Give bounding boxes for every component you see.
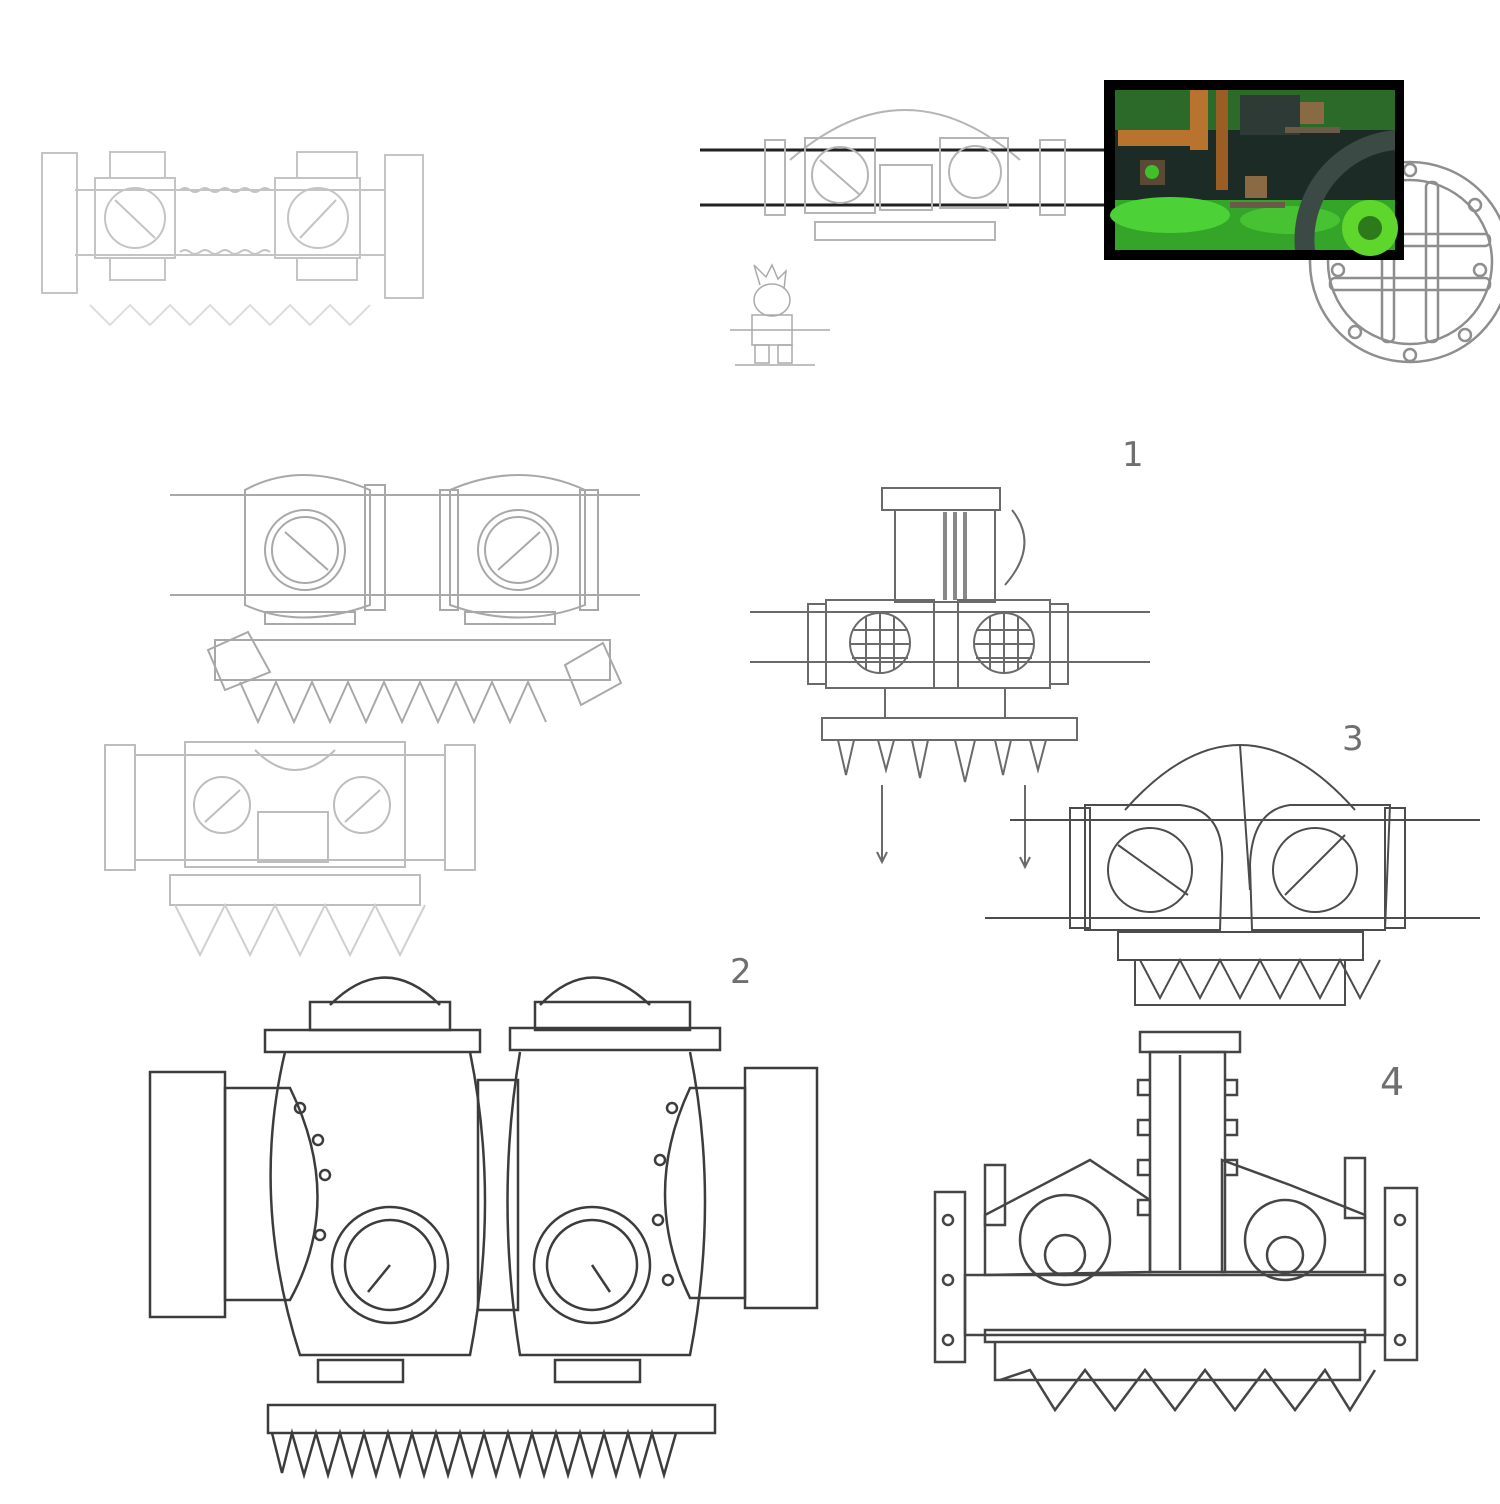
game-screenshot-thumbnail bbox=[1104, 80, 1404, 260]
sketch-top-left bbox=[41, 151, 424, 327]
sketch-2 bbox=[148, 976, 819, 1480]
sketch-4 bbox=[933, 1030, 1419, 1413]
label-sketch-3: 3 bbox=[1342, 719, 1364, 759]
label-sketch-1: 1 bbox=[1122, 435, 1144, 475]
label-sketch-2: 2 bbox=[730, 952, 752, 992]
sketch-1 bbox=[750, 487, 1150, 870]
sketch-3 bbox=[985, 744, 1480, 1006]
sketch-top-center bbox=[700, 109, 1110, 241]
character-figure bbox=[730, 263, 830, 366]
label-sketch-4: 4 bbox=[1380, 1060, 1404, 1104]
sketch-lower-left bbox=[104, 741, 476, 958]
sketch-middle-left bbox=[170, 474, 640, 725]
